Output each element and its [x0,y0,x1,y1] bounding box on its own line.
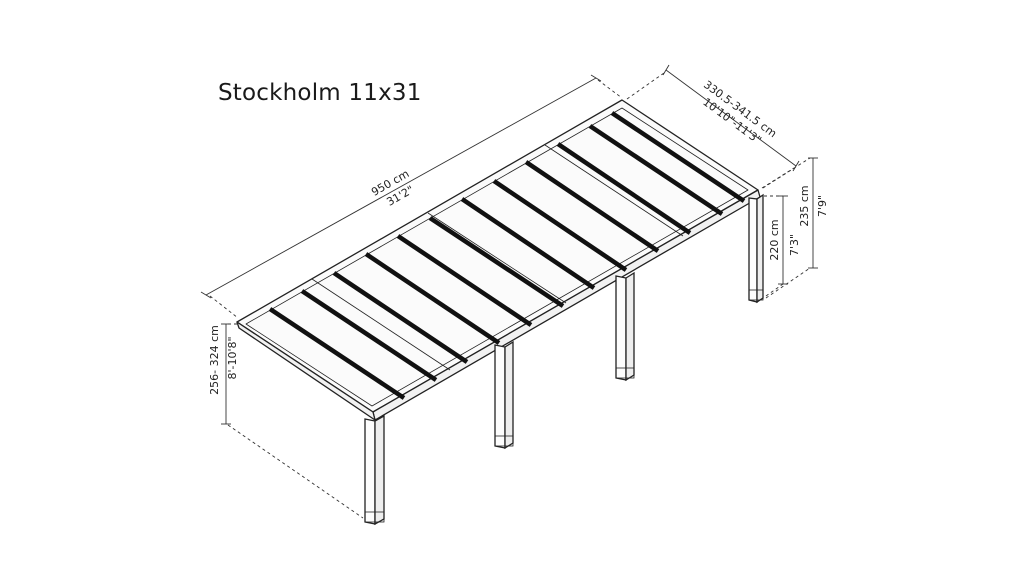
slat [610,111,746,203]
slat [556,142,692,235]
dim-length-line [205,77,597,296]
slat [524,160,660,253]
dim-height-low-imperial: 7'3" [788,234,801,256]
post-middle-1 [494,340,514,450]
roof-joint [544,144,684,237]
roof-left-edge [236,321,376,421]
product-title: Stockholm 11x31 [218,80,422,106]
post-left [364,414,385,526]
dim-depth-line [665,69,797,167]
dimension-lines [200,64,818,519]
dim-height-front-metric: 256- 324 cm [208,325,221,395]
dim-height-low-metric: 220 cm [768,219,781,260]
roof-joint [427,212,567,304]
roof-inner-frame [245,107,749,407]
slat [428,216,565,308]
slat [332,271,469,364]
dim-height-high-imperial: 7'9" [816,195,829,217]
roof-joint [311,278,451,371]
dim-height-front-imperial: 8'-10'8" [226,336,239,379]
dim-height-high-metric: 235 cm [798,185,811,226]
slat [460,197,596,290]
roof-slats [268,111,746,400]
slat [492,179,628,272]
slat [268,307,406,400]
post-middle-2 [615,271,635,382]
post-right [748,193,764,304]
slat [364,252,501,345]
posts [364,193,764,526]
slat [396,234,533,327]
slat [300,289,438,382]
slat [588,124,724,216]
